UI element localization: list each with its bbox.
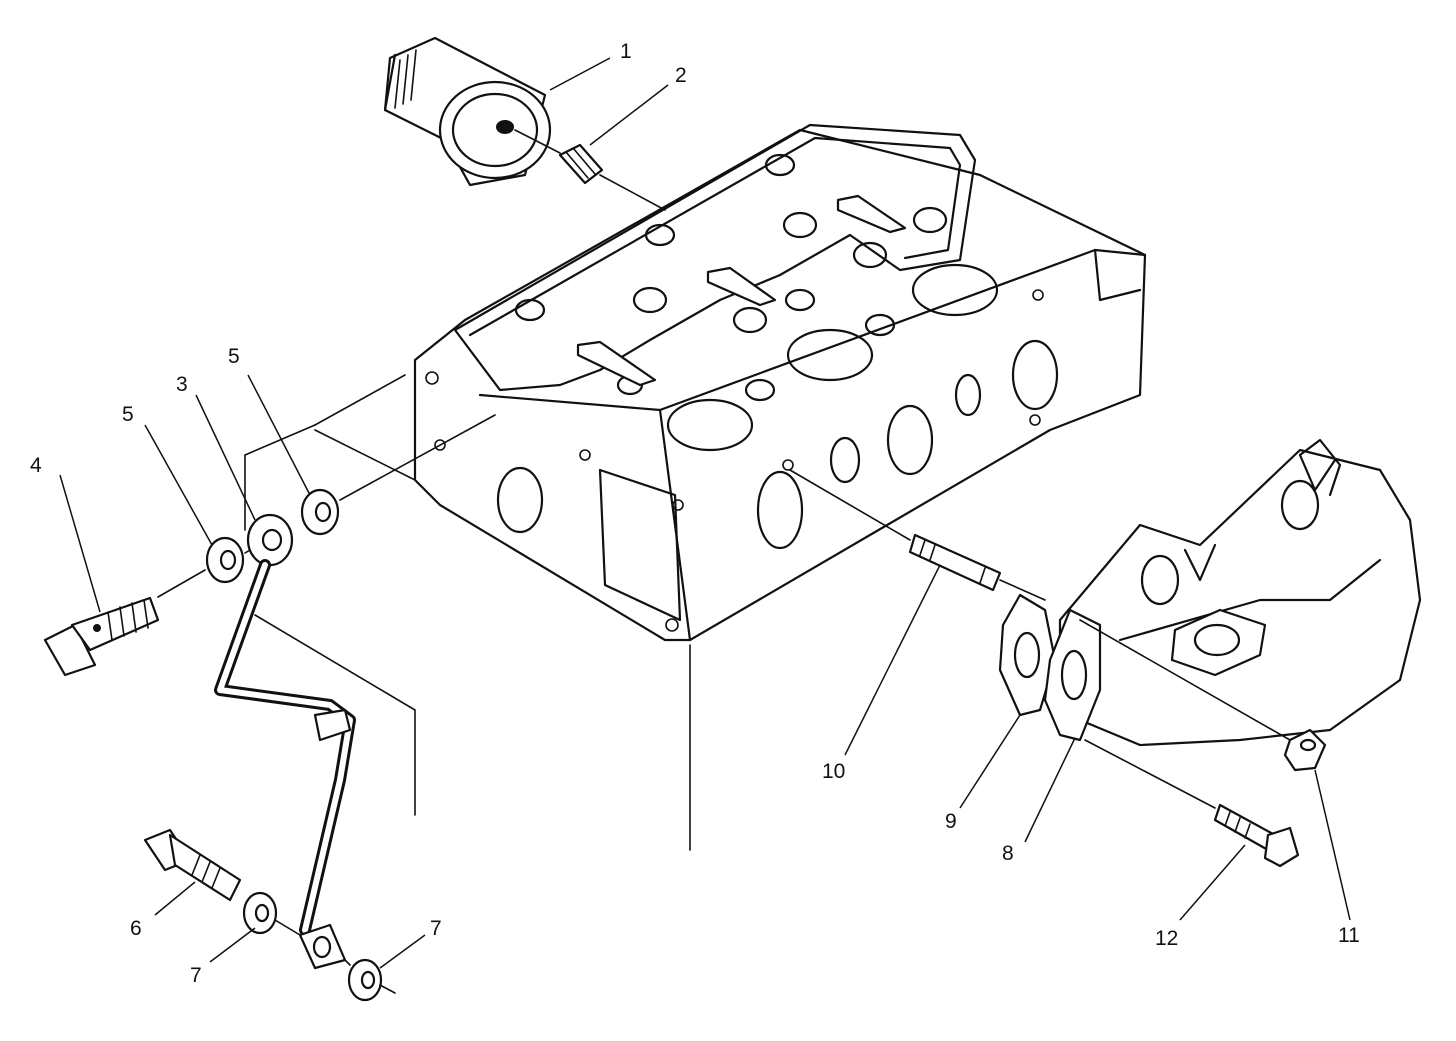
- manifold-flange: [1043, 608, 1102, 742]
- washer-7b: [347, 958, 383, 1002]
- callout-12: 12: [1155, 927, 1178, 950]
- filter-axis-line: [514, 129, 666, 211]
- banjo-axis-line: [339, 414, 496, 501]
- washer-5a: [205, 536, 245, 584]
- exhaust-manifold: [1058, 438, 1422, 747]
- callout-3: 3: [176, 373, 188, 396]
- callout-8: 8: [1002, 842, 1014, 865]
- bolt-12: [1213, 803, 1300, 868]
- rocker-blocks: [576, 194, 907, 387]
- head-bolt-holes: [425, 289, 1044, 632]
- callout-4: 4: [30, 454, 42, 477]
- washer-7a: [242, 891, 278, 935]
- stud-axis-line: [789, 469, 1046, 601]
- nut-11: [1283, 728, 1327, 772]
- nut-axis-line: [1079, 619, 1291, 741]
- filter-nipple: [558, 143, 604, 185]
- oil-pipe: [214, 559, 356, 936]
- lower-banjo-fitting: [298, 923, 347, 970]
- oil-filter: [383, 36, 552, 187]
- leader-lines: [59, 57, 1351, 969]
- lower-axis-line: [274, 919, 396, 994]
- cylinder-head: [244, 123, 1147, 851]
- callout-7a: 7: [190, 964, 202, 987]
- banjo-bolt-4: [43, 596, 160, 677]
- callout-6: 6: [130, 917, 142, 940]
- head-side-holes: [496, 339, 1059, 622]
- stud-10: [908, 533, 1002, 592]
- callout-5a: 5: [122, 403, 134, 426]
- callout-10: 10: [822, 760, 845, 783]
- callout-2: 2: [675, 64, 687, 87]
- callout-11: 11: [1338, 924, 1360, 947]
- callout-7b: 7: [430, 917, 442, 940]
- callout-1: 1: [620, 40, 632, 63]
- callout-5b: 5: [228, 345, 240, 368]
- banjo-bolt-6: [143, 828, 242, 902]
- washer-5b: [300, 488, 340, 536]
- banjo-fitting-3: [246, 513, 294, 567]
- callout-labels: 1 2 3 4 5 5 6 7 7 8 9 10 11 12: [30, 40, 1360, 987]
- bolt12-axis-line: [1084, 739, 1216, 809]
- callout-9: 9: [945, 810, 957, 833]
